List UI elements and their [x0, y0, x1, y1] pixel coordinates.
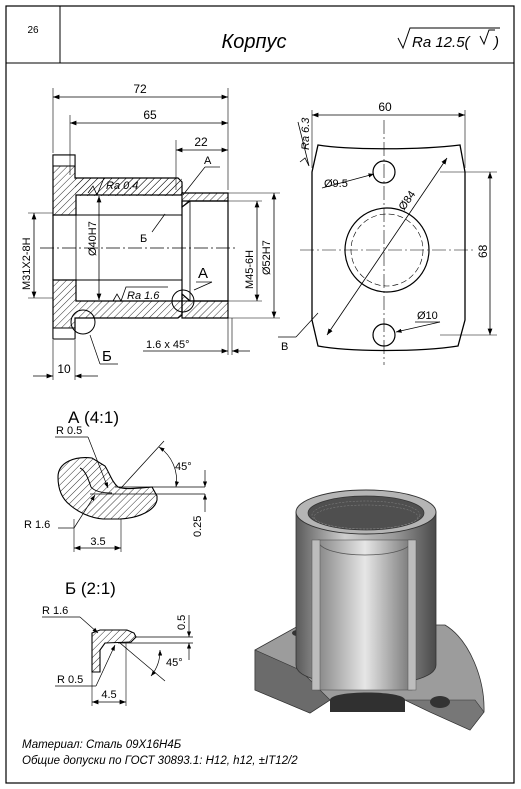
dim-body-length: 65 — [143, 108, 157, 122]
detail-b-radius-top: R 1.6 — [42, 605, 68, 617]
detail-b: Б (2:1) R 1.6 R 0.5 45° 0.5 4.5 — [42, 579, 193, 706]
roughness-bore-top: Ra 0.4 — [106, 180, 138, 192]
note-tolerances: Общие допуски по ГОСТ 30893.1: H12, h12,… — [22, 755, 298, 767]
svg-text:Ra 12.5(: Ra 12.5( — [412, 34, 472, 51]
detail-a-radius-bottom: R 1.6 — [24, 519, 50, 531]
detail-b-depth: 0.5 — [176, 615, 188, 630]
dim-thread-length: 22 — [194, 135, 208, 149]
general-roughness: Ra 12.5( ) — [397, 27, 500, 51]
dim-flange-thickness: 10 — [57, 362, 71, 376]
end-view: 60 68 Ra 6.3 Ø9.5 Ø84 Ø10 В — [278, 100, 497, 365]
note-material: Материал: Сталь 09Х16Н4Б — [22, 739, 182, 751]
detail-a-title: А (4:1) — [68, 408, 119, 427]
dim-chamfer: 1.6 x 45° — [146, 339, 190, 351]
label-a-small: А — [204, 155, 212, 167]
dim-thread-inner: M45-6H — [244, 250, 256, 289]
page-number: 26 — [27, 25, 39, 36]
label-b-callout: Б — [102, 348, 112, 365]
dim-hole-bottom: Ø10 — [417, 310, 438, 322]
label-v: В — [281, 341, 288, 353]
detail-a-depth: 0.25 — [192, 516, 204, 537]
drawing-title: Корпус — [221, 31, 286, 53]
end-roughness: Ra 6.3 — [300, 117, 312, 150]
detail-b-title: Б (2:1) — [65, 579, 116, 598]
dim-counterbore: Ø52H7 — [261, 240, 273, 275]
detail-b-angle: 45° — [166, 657, 183, 669]
dim-hole-small: Ø9.5 — [324, 178, 348, 190]
dim-overall-length: 72 — [133, 82, 147, 96]
dim-width: 60 — [378, 100, 392, 114]
dim-thread-outer: M31X2-8H — [21, 237, 33, 290]
detail-b-radius-bottom: R 0.5 — [57, 674, 83, 686]
outer-frame — [5, 5, 515, 784]
section-view: 72 65 22 Ra 0.4 Ra 1.6 А Б А Б M31X2 — [21, 82, 280, 380]
dim-bore: Ø40H7 — [87, 221, 99, 256]
label-a-callout: А — [198, 265, 208, 282]
detail-a-radius-top: R 0.5 — [56, 425, 82, 437]
detail-b-length: 4.5 — [101, 689, 116, 701]
detail-a-angle: 45° — [175, 461, 192, 473]
detail-a-length: 3.5 — [90, 536, 105, 548]
dim-height: 68 — [476, 244, 490, 258]
roughness-bore-bottom: Ra 1.6 — [127, 290, 160, 302]
label-b-small: Б — [140, 233, 147, 245]
svg-text:): ) — [492, 34, 499, 51]
isometric-view — [254, 489, 485, 731]
detail-a: А (4:1) R 0.5 45° 0.25 R 1.6 3.5 — [24, 408, 208, 552]
